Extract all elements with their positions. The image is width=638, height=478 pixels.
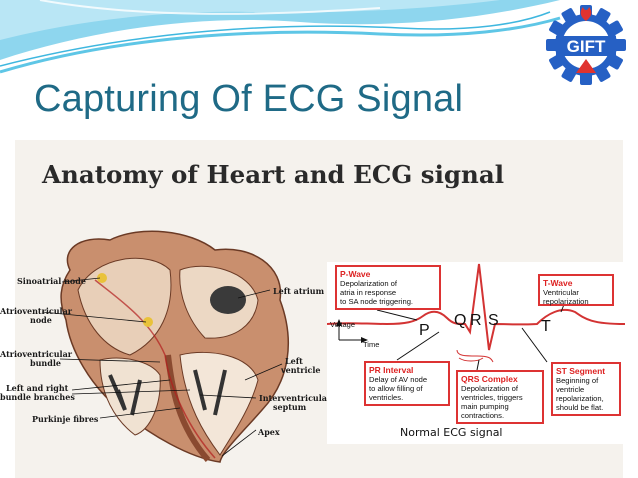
st-segment-desc-4: should be flat. bbox=[556, 403, 604, 412]
label-av-node-line1: Atrioventricular bbox=[0, 306, 72, 316]
label-left-ventricle-line1: Left bbox=[285, 356, 303, 366]
ecg-wave-label-p: P bbox=[419, 322, 431, 339]
qrs-complex-desc-3: main pumping bbox=[461, 402, 509, 411]
st-segment-box: ST Segment Beginning of ventricle repola… bbox=[551, 362, 621, 416]
t-wave-desc-1: Ventricular bbox=[543, 288, 579, 297]
label-purkinje-fibres: Purkinje fibres bbox=[32, 414, 99, 424]
t-wave-box: T-Wave Ventricular repolarization bbox=[538, 274, 614, 306]
st-segment-desc-1: Beginning of bbox=[556, 376, 599, 385]
label-av-bundle-line2: bundle bbox=[30, 358, 61, 368]
ecg-wave-label-s: S bbox=[488, 312, 500, 329]
pr-interval-desc-1: Delay of AV node bbox=[369, 375, 428, 384]
slide-title: Capturing Of ECG Signal bbox=[34, 78, 464, 120]
p-wave-title: P-Wave bbox=[340, 269, 371, 279]
p-wave-box: P-Wave Depolarization of atria in respon… bbox=[335, 265, 441, 310]
pr-interval-desc-3: ventricles. bbox=[369, 393, 404, 402]
logo-text: GIFT bbox=[567, 37, 606, 56]
heart-illustration bbox=[41, 230, 289, 463]
t-wave-title: T-Wave bbox=[543, 278, 573, 288]
ecg-caption: Normal ECG signal bbox=[400, 426, 503, 439]
ecg-wave-label-r: R bbox=[470, 312, 483, 329]
header-banner bbox=[0, 0, 561, 74]
label-av-bundle-line1: Atrioventricular bbox=[0, 349, 72, 359]
pr-interval-desc-2: to allow filling of bbox=[369, 384, 423, 393]
qrs-complex-desc-1: Depolarization of bbox=[461, 384, 518, 393]
qrs-complex-title: QRS Complex bbox=[461, 374, 518, 384]
pr-interval-title: PR Interval bbox=[369, 365, 414, 375]
voltage-axis-label: Voltage bbox=[330, 320, 356, 329]
st-segment-title: ST Segment bbox=[556, 366, 606, 376]
label-septum-line2: septum bbox=[273, 402, 307, 412]
ecg-waveform bbox=[327, 263, 625, 371]
label-bundle-branches-line1: Left and right bbox=[6, 383, 69, 393]
figure-title: Anatomy of Heart and ECG signal bbox=[42, 160, 505, 189]
time-axis-label: Time bbox=[363, 340, 380, 349]
st-segment-desc-2: ventricle bbox=[556, 385, 585, 394]
st-segment-desc-3: repolarization, bbox=[556, 394, 604, 403]
pr-interval-box: PR Interval Delay of AV node to allow fi… bbox=[364, 361, 450, 406]
p-wave-desc-3: to SA node triggering. bbox=[340, 297, 414, 306]
p-wave-desc-1: Depolarization of bbox=[340, 279, 397, 288]
label-bundle-branches-line2: bundle branches bbox=[0, 392, 75, 402]
ecg-wave-label-q: Q bbox=[454, 312, 468, 329]
qrs-complex-box: QRS Complex Depolarization of ventricles… bbox=[456, 370, 544, 424]
label-left-ventricle-line2: ventricle bbox=[281, 365, 321, 375]
qrs-complex-desc-2: ventricles, triggers bbox=[461, 393, 523, 402]
label-left-atrium: Left atrium bbox=[273, 286, 325, 296]
gift-logo: GIFT bbox=[546, 5, 626, 85]
ecg-wave-label-t: T bbox=[541, 318, 552, 335]
label-av-node-line2: node bbox=[30, 315, 52, 325]
label-apex: Apex bbox=[258, 427, 280, 437]
label-septum-line1: Interventricular bbox=[259, 393, 332, 403]
p-wave-desc-2: atria in response bbox=[340, 288, 397, 297]
label-sinoatrial-node: Sinoatrial node bbox=[17, 276, 86, 286]
t-wave-desc-2: repolarization bbox=[543, 297, 589, 306]
ecg-diagram: P-Wave Depolarization of atria in respon… bbox=[327, 262, 625, 444]
qrs-complex-desc-4: contractions. bbox=[461, 411, 505, 420]
